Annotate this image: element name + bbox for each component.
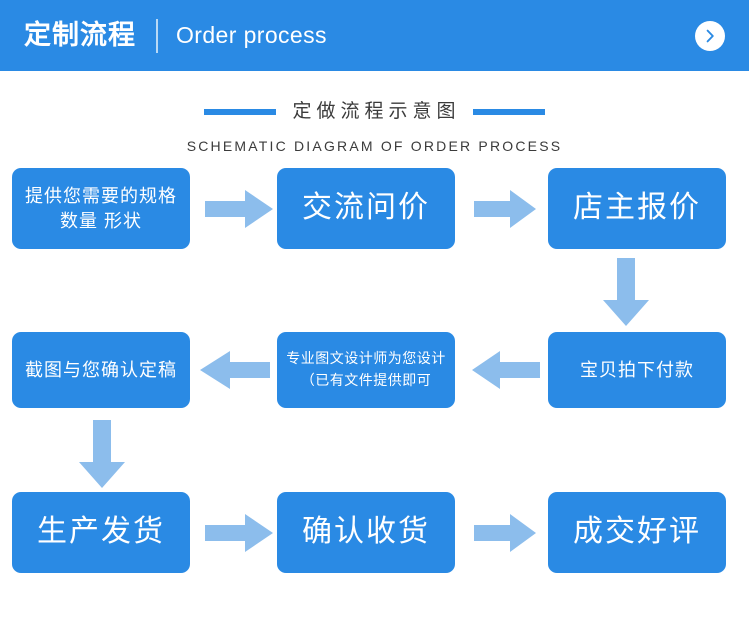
flow-step-8-label: 确认收货 — [302, 515, 430, 549]
arrow-right-1 — [205, 190, 273, 228]
arrow-down-2 — [79, 420, 125, 488]
title-rule-right — [472, 108, 545, 115]
flow-step-9-label: 成交好评 — [573, 515, 701, 549]
flow-step-7-label: 生产发货 — [37, 515, 165, 549]
flow-step-4: 宝贝拍下付款 — [548, 332, 726, 408]
arrow-left-2 — [200, 351, 270, 389]
header-title-cn: 定制流程 — [24, 20, 136, 50]
flow-step-2-label: 交流问价 — [302, 191, 430, 225]
flow-step-7: 生产发货 — [12, 492, 190, 573]
arrow-down-1 — [603, 258, 649, 326]
flow-step-6: 截图与您确认定稿 — [12, 332, 190, 408]
arrow-right-4 — [474, 514, 536, 552]
flow-step-1-label: 提供您需要的规格 数量 形状 — [25, 186, 177, 231]
arrow-left-1 — [472, 351, 540, 389]
chevron-right-icon[interactable] — [695, 20, 725, 51]
title-rule-left — [204, 108, 277, 115]
section-subtitle-en: SCHEMATIC DIAGRAM OF ORDER PROCESS — [186, 138, 563, 154]
flow-step-4-label: 宝贝拍下付款 — [580, 359, 694, 380]
arrow-right-3 — [205, 514, 273, 552]
arrow-right-2 — [474, 190, 536, 228]
flow-step-5: 专业图文设计师为您设计（已有文件提供即可 — [277, 332, 455, 408]
section-title: 定做流程示意图 — [0, 102, 749, 121]
section-title-cn: 定做流程示意图 — [292, 101, 461, 122]
header-title-en: Order process — [176, 22, 327, 48]
flow-step-1: 提供您需要的规格 数量 形状 — [12, 168, 190, 249]
flow-step-6-label: 截图与您确认定稿 — [25, 359, 177, 380]
flow-step-3: 店主报价 — [548, 168, 726, 249]
flow-step-2: 交流问价 — [277, 168, 455, 249]
flow-step-8: 确认收货 — [277, 492, 455, 573]
header-divider — [156, 18, 158, 53]
page-header: 定制流程 Order process — [0, 0, 749, 71]
flow-step-9: 成交好评 — [548, 492, 726, 573]
flow-step-3-label: 店主报价 — [573, 191, 701, 225]
flow-step-5-label: 专业图文设计师为您设计（已有文件提供即可 — [286, 350, 446, 388]
